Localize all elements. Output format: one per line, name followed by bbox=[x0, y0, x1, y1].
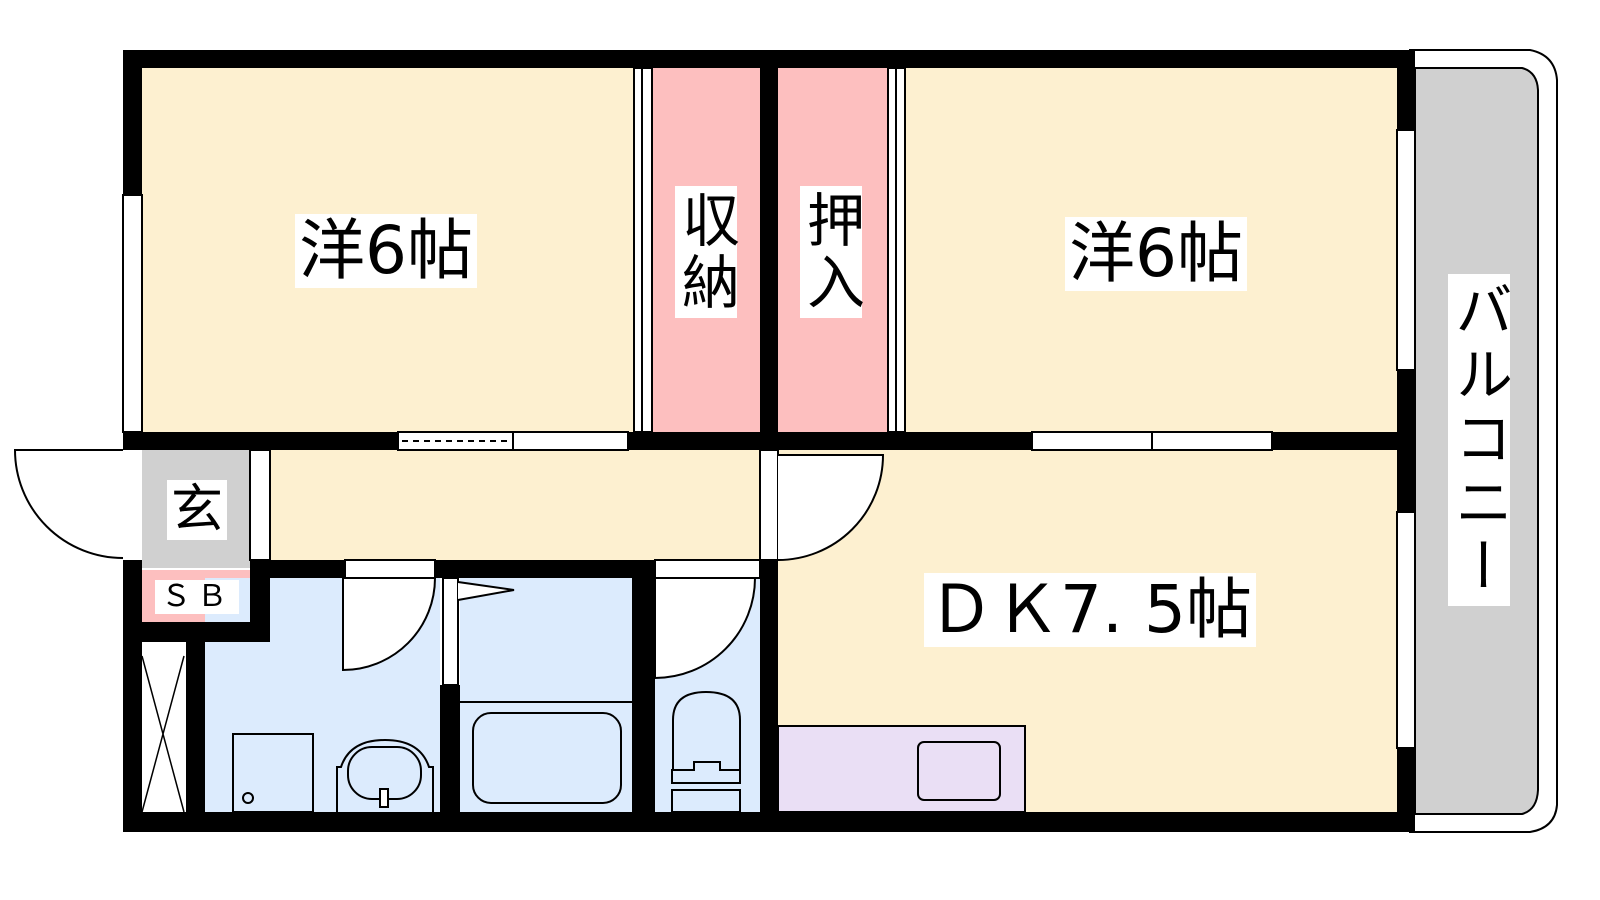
dk-door bbox=[777, 454, 885, 561]
bathroom-floor bbox=[460, 578, 632, 812]
wash-basin bbox=[336, 738, 434, 812]
hallway-floor bbox=[270, 450, 760, 560]
balcony-label: バルコニー bbox=[1445, 274, 1513, 606]
bath-door bbox=[457, 581, 515, 601]
entrance-label: 玄 bbox=[166, 480, 228, 540]
toilet-door bbox=[654, 577, 757, 680]
shoe-box-label: ＳＢ bbox=[155, 580, 239, 614]
kitchen-sink bbox=[917, 741, 1001, 801]
storage-x-mark bbox=[141, 655, 185, 813]
storage-label: 収納 bbox=[672, 186, 740, 318]
closet-label: 押入 bbox=[797, 186, 865, 318]
dining-kitchen-label: ＤＫ7. 5帖 bbox=[924, 573, 1256, 647]
walls bbox=[123, 50, 1415, 832]
bathtub bbox=[472, 712, 622, 804]
sliding-doors bbox=[122, 67, 1416, 749]
western-room-left-label: 洋6帖 bbox=[295, 214, 477, 288]
toilet-bowl bbox=[672, 690, 741, 780]
washing-machine bbox=[232, 733, 314, 813]
western-room-right-label: 洋6帖 bbox=[1065, 217, 1247, 291]
entrance-door bbox=[13, 449, 124, 559]
washroom-door bbox=[342, 577, 437, 672]
